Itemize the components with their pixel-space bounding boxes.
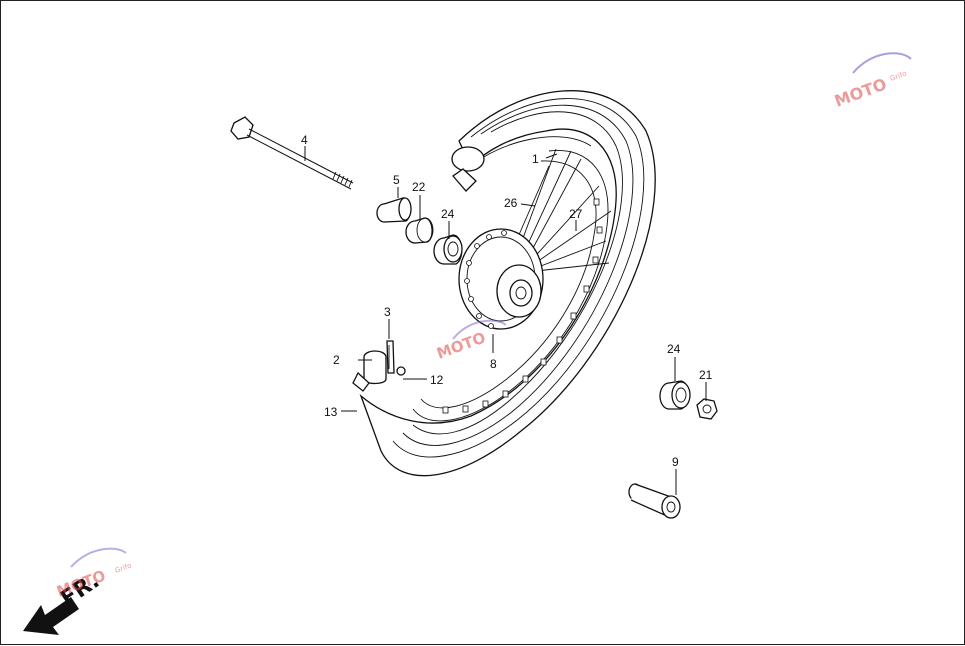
callout-13: 13 [324, 405, 338, 419]
callout-26: 26 [504, 196, 518, 210]
callout-5: 5 [393, 173, 400, 187]
callout-24-left: 24 [441, 207, 455, 221]
leader-lines [304, 146, 707, 495]
callout-21: 21 [699, 368, 713, 382]
watermark-logo-top: MOTO Grifo [832, 52, 912, 111]
spacer [628, 483, 681, 519]
bearing-right [659, 380, 691, 410]
valve-stem-assembly [352, 340, 406, 392]
svg-text:MOTO: MOTO [832, 74, 889, 110]
dust-seal [405, 217, 434, 244]
front-tire [359, 90, 656, 477]
rim-spoke-holes [442, 198, 603, 414]
callout-8: 8 [490, 357, 497, 371]
bearing-left [433, 234, 463, 265]
callout-2: 2 [333, 353, 340, 367]
callout-24-right: 24 [667, 342, 681, 356]
callout-labels: 1 2 3 4 5 8 9 12 13 21 22 24 24 26 27 [301, 133, 713, 469]
axle-bolt [230, 116, 354, 190]
callout-27: 27 [569, 207, 583, 221]
callout-1: 1 [532, 152, 539, 166]
callout-9: 9 [672, 455, 679, 469]
svg-text:Grifo: Grifo [889, 70, 908, 83]
callout-22: 22 [412, 180, 426, 194]
callout-12: 12 [430, 373, 444, 387]
axle-nut [696, 398, 718, 420]
callout-4: 4 [301, 133, 308, 147]
callout-3: 3 [384, 305, 391, 319]
wheel-hub [458, 228, 544, 330]
svg-text:Grifo: Grifo [114, 562, 133, 575]
collar [376, 197, 412, 223]
svg-text:MOTO: MOTO [434, 329, 488, 363]
